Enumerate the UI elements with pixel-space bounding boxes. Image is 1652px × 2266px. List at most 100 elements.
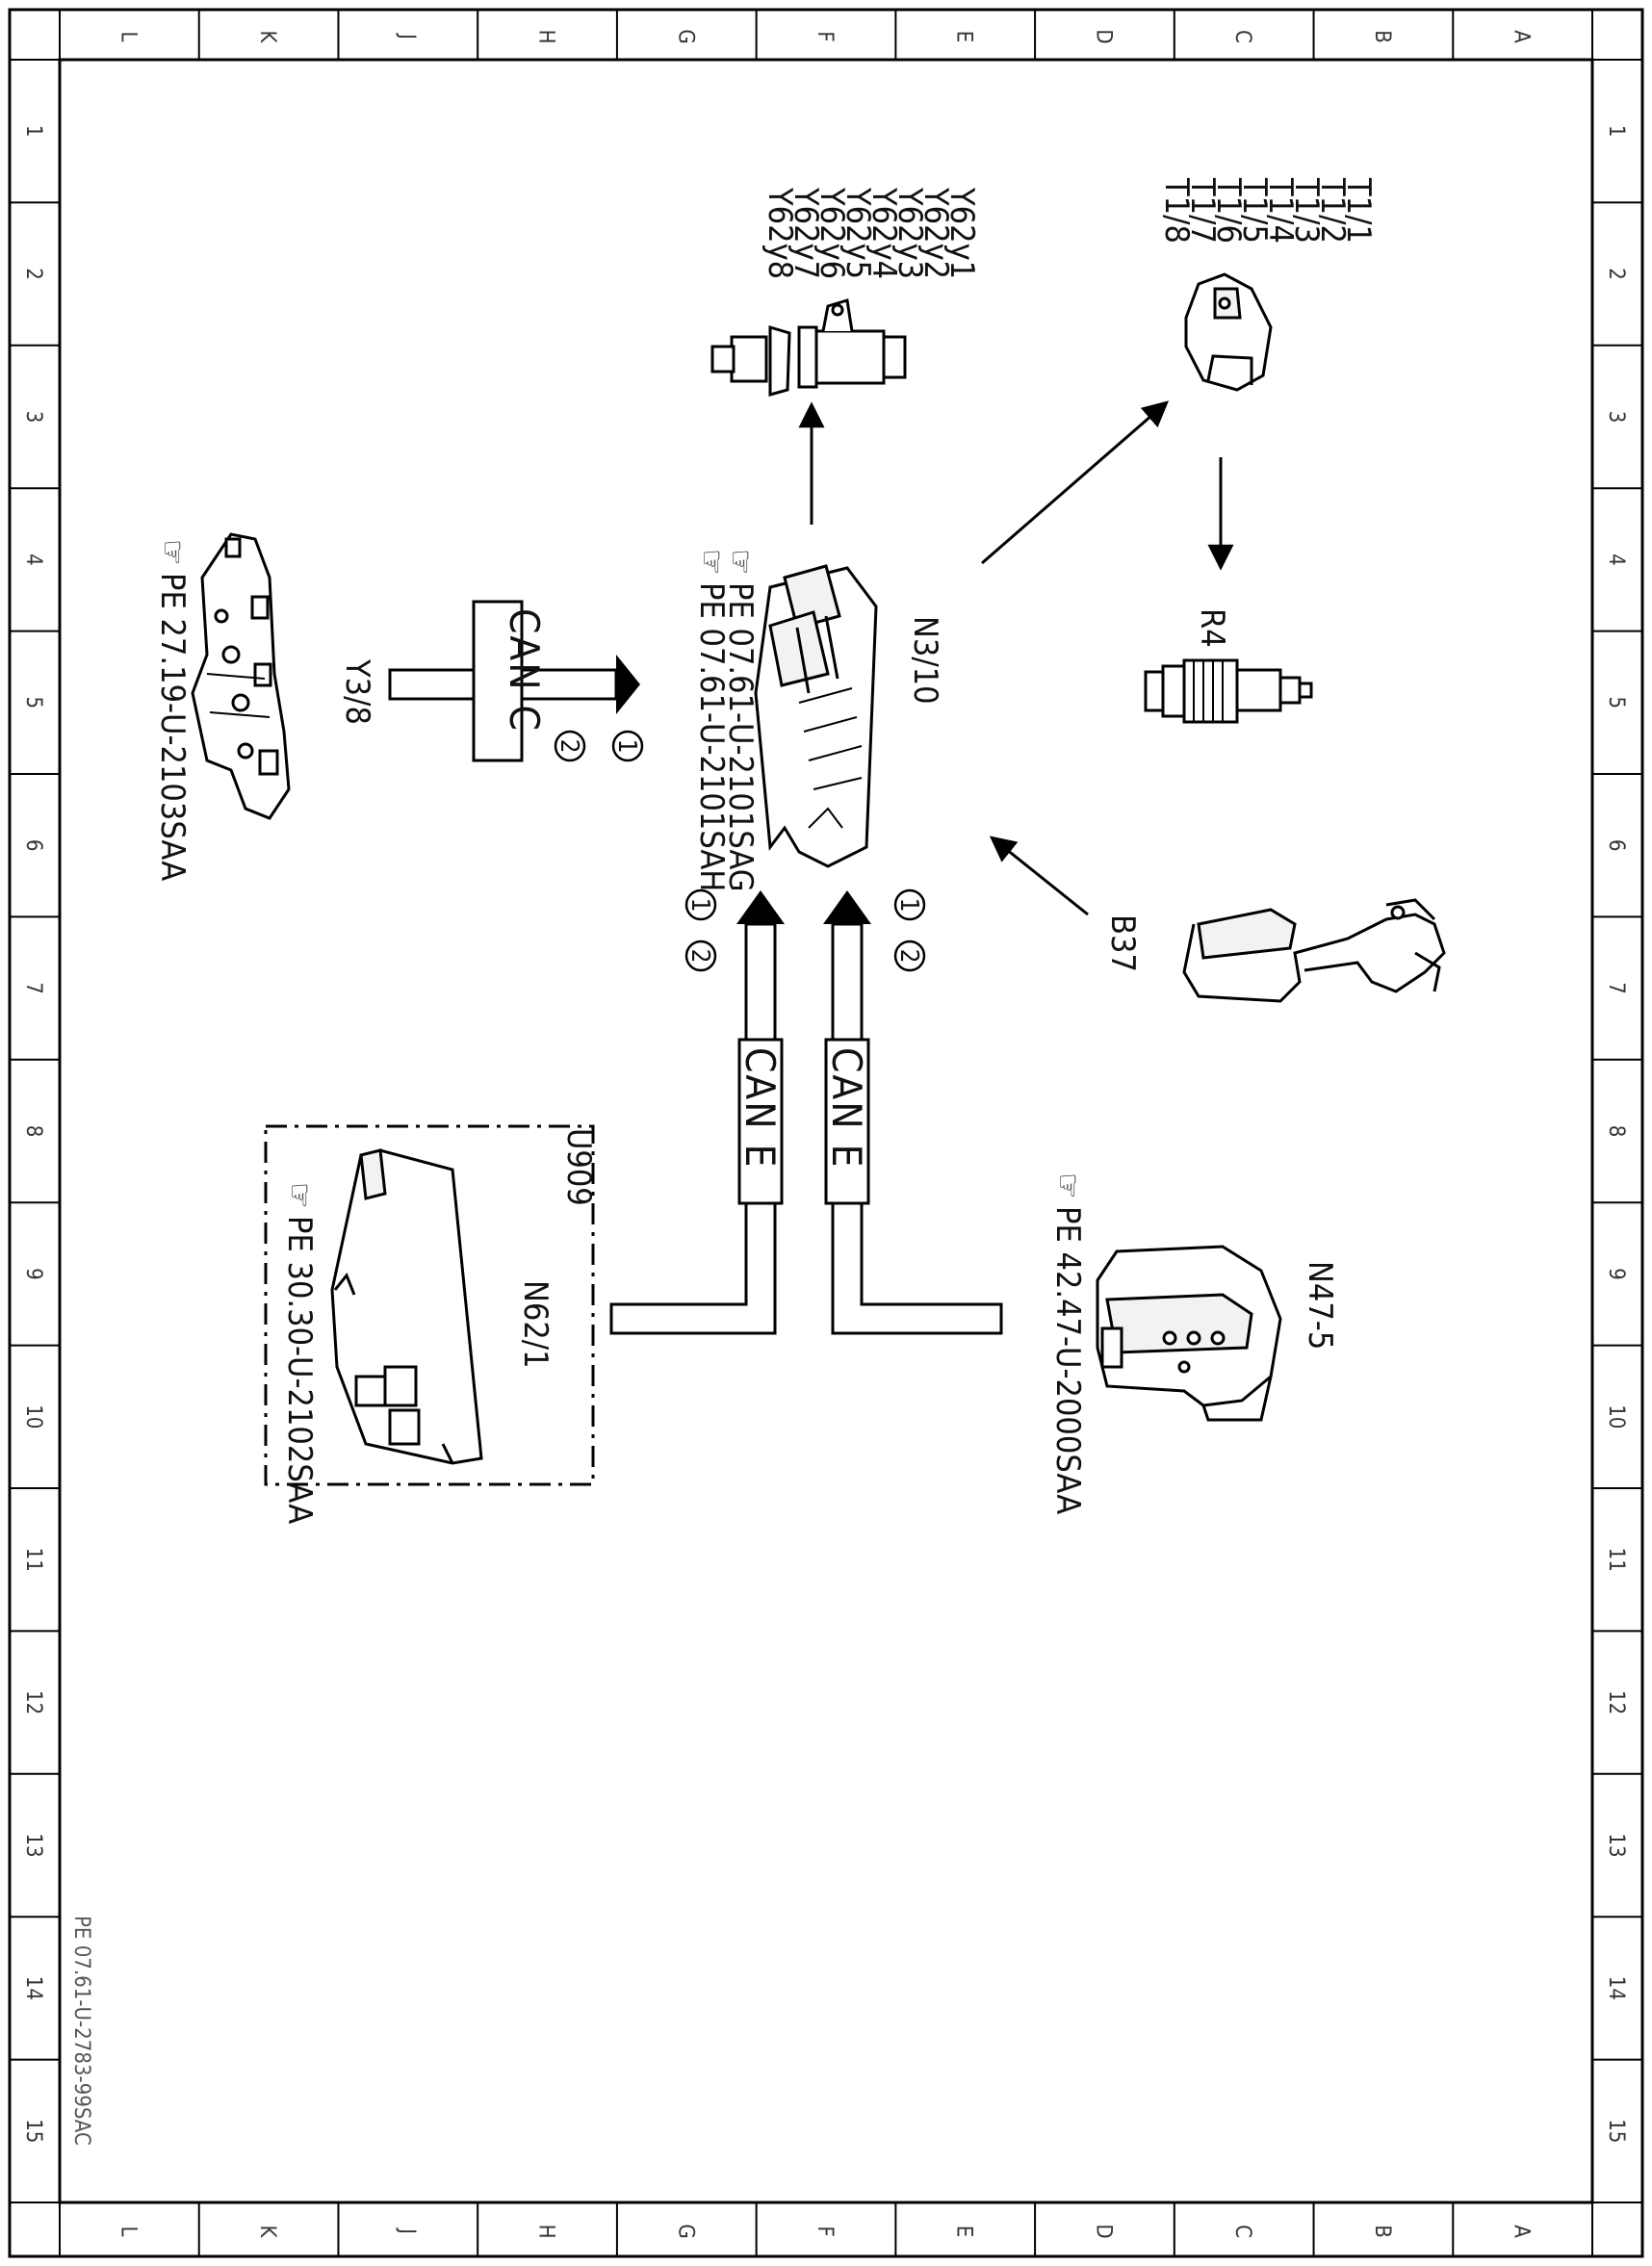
can-e-left-marker-1: 1 (684, 888, 717, 921)
n62-1-ref: PE 30.30-U-2102SAA (280, 1216, 319, 1524)
grid-letter-bottom: L (116, 2226, 140, 2236)
grid-number-left: 10 (21, 1404, 45, 1429)
grid-letter-top: B (1370, 30, 1394, 43)
grid-number-left: 13 (21, 1833, 45, 1857)
t1-label-3: T1/3 (1287, 177, 1326, 244)
svg-text:2: 2 (685, 949, 714, 964)
grid-number-right: 15 (1604, 2119, 1628, 2143)
svg-text:1: 1 (612, 739, 641, 754)
y62-label-3: Y62y3 (891, 187, 929, 279)
outer-frame (8, 8, 1644, 2258)
grid-number-left: 12 (21, 1690, 45, 1714)
y3-8-ref: PE 27.19-U-2103SAA (153, 573, 192, 881)
grid-number-right: 12 (1604, 1690, 1628, 1714)
svg-text:2: 2 (555, 739, 583, 754)
r4-spark-plug-icon (1144, 658, 1313, 724)
arrow-from-pedal-sensor (989, 836, 1089, 916)
y62-label-4: Y62y4 (865, 187, 903, 279)
u909-label: U909 (559, 1128, 598, 1206)
n3-10-ref-2: PE 07.61-U-2101SAH (692, 582, 731, 891)
grid-letter-top: H (534, 30, 558, 44)
grid-number-left: 1 (21, 125, 45, 138)
grid-number-right: 6 (1604, 839, 1628, 852)
can-c-label-box (472, 600, 524, 762)
t1-label-5: T1/5 (1235, 177, 1274, 244)
grid-number-right: 4 (1604, 554, 1628, 566)
n47-5-esp-unit-icon (1096, 1245, 1282, 1422)
grid-letter-top: K (255, 31, 279, 44)
grid-letter-top: F (813, 31, 837, 41)
grid-number-left: 8 (21, 1125, 45, 1138)
svg-text:2: 2 (894, 949, 923, 964)
can-c-bus-arrowhead (616, 655, 640, 714)
grid-number-right: 3 (1604, 411, 1628, 424)
grid-number-right: 10 (1604, 1404, 1628, 1429)
y62-label-5: Y62y5 (839, 187, 877, 279)
t1-label-7: T1/7 (1183, 177, 1222, 244)
can-c-marker-1: 1 (611, 730, 644, 762)
y62-label-6: Y62y6 (813, 187, 851, 279)
t1-label-6: T1/6 (1209, 177, 1248, 244)
y62-label-8: Y62y8 (761, 187, 799, 279)
grid-letter-bottom: K (255, 2226, 279, 2239)
grid-number-right: 14 (1604, 1976, 1628, 2000)
t1-label-1: T1/1 (1339, 177, 1378, 244)
n62-1-label: N62/1 (516, 1280, 555, 1369)
n3-10-control-unit-icon (754, 564, 878, 868)
n47-5-ref-icon: ☞ (1048, 1172, 1087, 1198)
y3-8-label: Y3/8 (338, 658, 376, 725)
can-e-left-marker-2: 2 (684, 940, 717, 972)
t1-label-8: T1/8 (1157, 177, 1196, 244)
n62-1-ref-icon: ☞ (280, 1182, 319, 1208)
grid-number-left: 4 (21, 554, 45, 566)
grid-number-right: 2 (1604, 268, 1628, 280)
can-e-left-arrowhead (736, 890, 785, 924)
grid-ticks (10, 10, 1642, 2256)
t1-label-4: T1/4 (1261, 177, 1300, 244)
t1-ignition-coil-labels: T1/1T1/2T1/3T1/4T1/5T1/6T1/7T1/8 (1157, 177, 1378, 244)
can-e-right-marker-2: 2 (893, 940, 926, 972)
grid-number-left: 5 (21, 697, 45, 709)
y62-label-2: Y62y2 (916, 187, 955, 279)
grid-number-right: 11 (1604, 1548, 1628, 1572)
b37-pedal-sensor-icon (1182, 898, 1446, 1003)
grid-number-right: 7 (1604, 982, 1628, 994)
grid-number-left: 6 (21, 839, 45, 852)
grid-letter-top: L (116, 31, 140, 41)
can-e-left-label-box (737, 1038, 784, 1205)
svg-text:1: 1 (685, 898, 714, 913)
y62-label-1: Y62y1 (942, 187, 981, 279)
y3-8-transmission-controller-icon (191, 532, 291, 820)
grid-letter-top: A (1510, 30, 1534, 43)
grid-letter-bottom: D (1091, 2224, 1115, 2238)
y62-label-7: Y62y7 (787, 187, 825, 279)
grid-letter-top: C (1230, 30, 1254, 43)
can-e-right-label-box (824, 1038, 870, 1205)
n47-5-label: N47-5 (1301, 1261, 1339, 1350)
can-c-marker-2: 2 (554, 730, 586, 762)
arrow-to-ignition-coil (981, 400, 1170, 565)
document-reference: PE 07.61-U-2783-99SAC (69, 1916, 93, 2146)
t1-ignition-coil-icon (1184, 272, 1273, 392)
svg-text:1: 1 (894, 898, 923, 913)
grid-number-left: 7 (21, 982, 45, 994)
n3-10-ref-2-icon: ☞ (692, 549, 731, 575)
grid-number-left: 3 (21, 411, 45, 424)
grid-letter-bottom: G (673, 2224, 697, 2238)
y62-injector-icon (710, 298, 907, 397)
grid-letter-bottom: E (952, 2226, 976, 2238)
grid-number-right: 8 (1604, 1125, 1628, 1138)
inner-frame (58, 58, 1594, 2204)
grid-number-right: 5 (1604, 697, 1628, 709)
grid-number-left: 14 (21, 1976, 45, 2000)
can-e-right-label: CAN E (823, 1047, 870, 1169)
can-e-left-label: CAN E (736, 1047, 784, 1169)
grid-number-right: 1 (1604, 125, 1628, 138)
grid-letter-bottom: A (1510, 2225, 1534, 2238)
y3-8-ref-icon: ☞ (153, 539, 192, 565)
n3-10-label: N3/10 (906, 616, 944, 705)
grid-letter-top: G (673, 29, 697, 43)
